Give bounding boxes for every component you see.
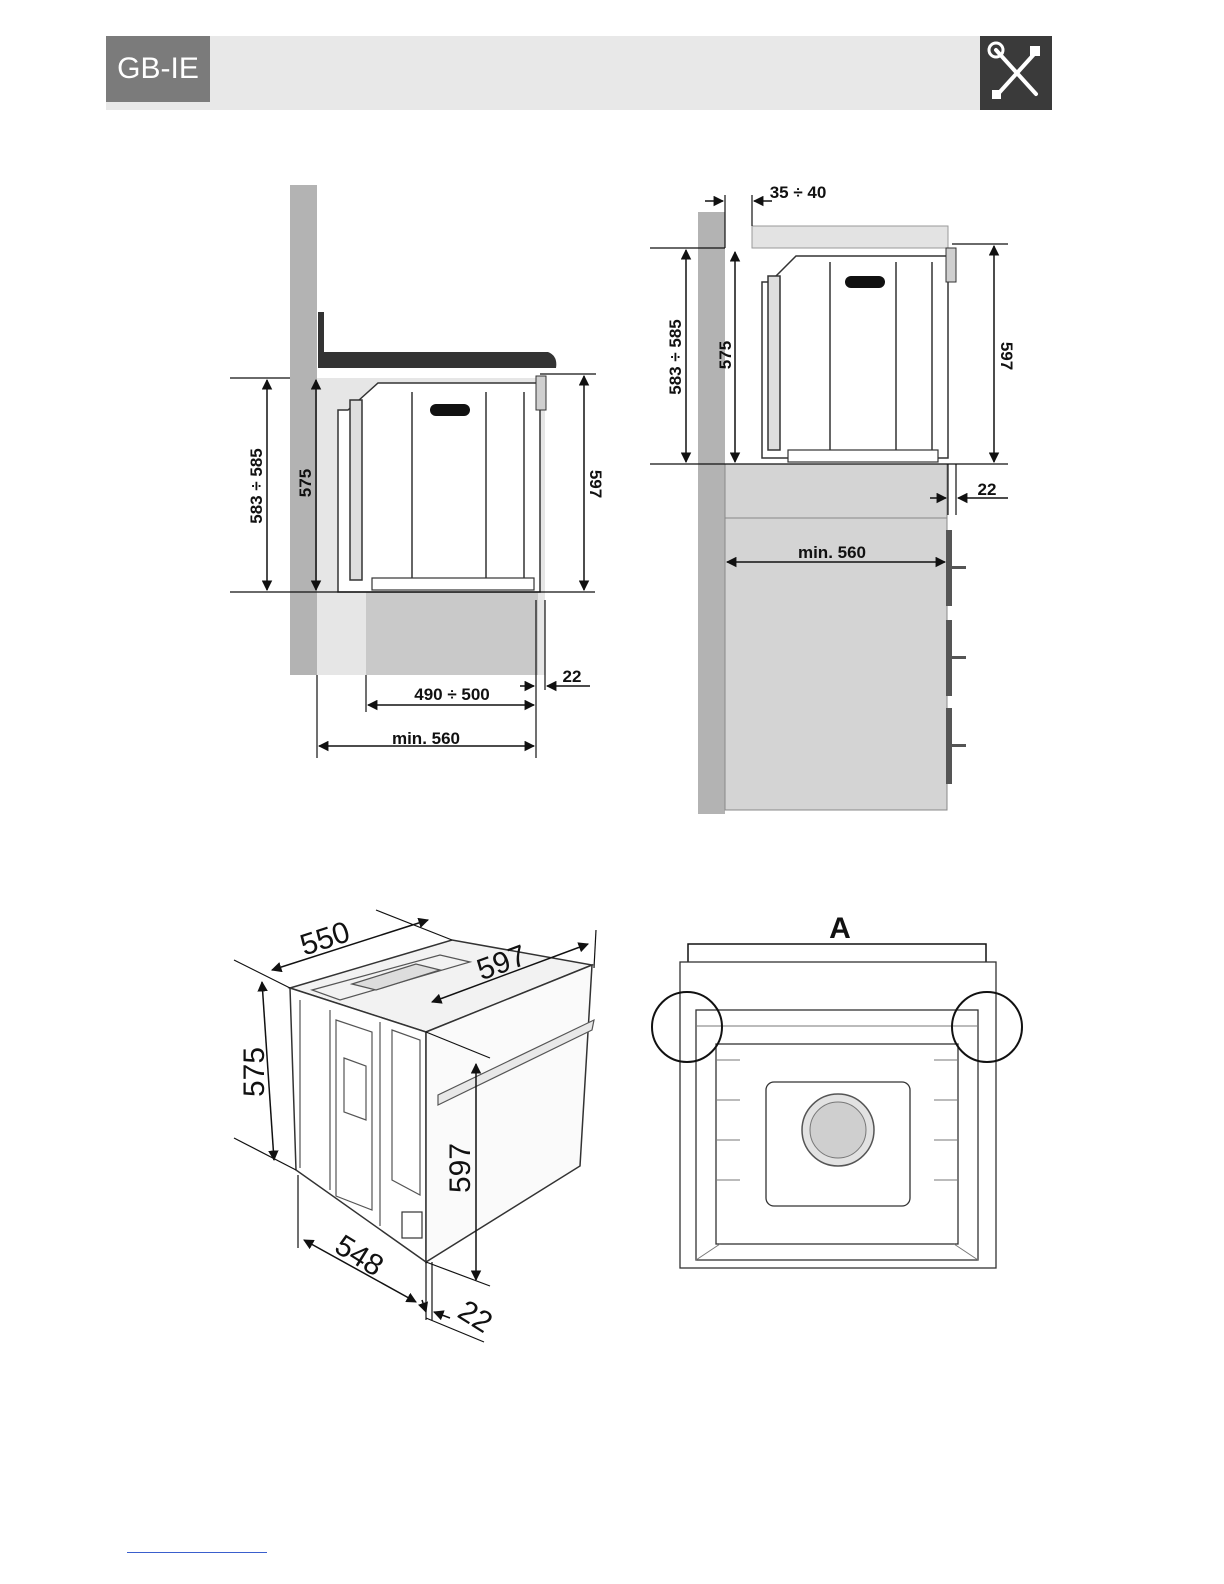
wall <box>290 185 317 675</box>
dim-front-offset: 22 <box>452 1294 498 1340</box>
isometric-view: 550 597 575 597 548 22 <box>234 910 596 1342</box>
dim-min-depth: min. 560 <box>798 543 866 562</box>
column-cabinet <box>725 464 947 810</box>
dim-front-height: 597 <box>444 1143 477 1193</box>
dim-depth-range: 490 ÷ 500 <box>414 685 490 704</box>
column-side-view: 35 ÷ 40 583 ÷ 585 575 597 22 min. 560 <box>650 183 1016 814</box>
dim-depth-bottom: 548 <box>329 1229 389 1284</box>
dim-body-height: 575 <box>238 1047 271 1097</box>
wall <box>698 212 725 814</box>
dim-min-depth: min. 560 <box>392 729 460 748</box>
footer-link-line <box>127 1552 267 1553</box>
dim-top-gap: 35 ÷ 40 <box>770 183 827 202</box>
oven-vent <box>430 404 470 416</box>
front-view: A <box>652 912 1022 1268</box>
label-a: A <box>829 912 851 945</box>
worktop <box>318 312 556 368</box>
dim-cavity-height: 575 <box>296 469 315 497</box>
cabinet-base <box>366 592 538 675</box>
dim-height-range: 583 ÷ 585 <box>247 448 266 524</box>
dim-front-offset: 22 <box>563 667 582 686</box>
dim-oven-height: 597 <box>586 470 605 498</box>
dim-cavity-height: 575 <box>716 341 735 369</box>
dim-oven-height: 597 <box>997 342 1016 370</box>
dim-front-offset: 22 <box>978 480 997 499</box>
dim-depth-top: 550 <box>296 916 354 963</box>
undercounter-side-view: 583 ÷ 585 575 597 490 ÷ 500 22 min. 560 <box>230 185 605 758</box>
drawer-fronts <box>946 530 966 784</box>
dim-height-range: 583 ÷ 585 <box>666 319 685 395</box>
